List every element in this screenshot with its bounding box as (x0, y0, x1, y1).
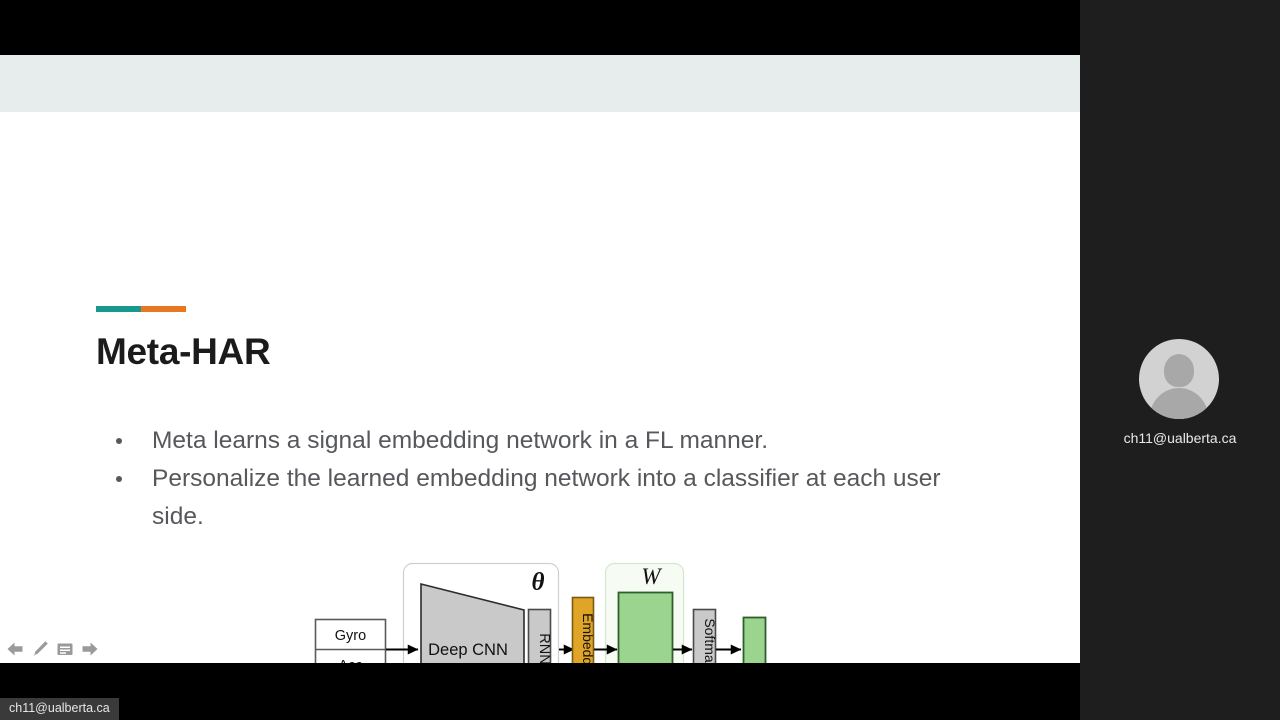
input-label-acc: Acc (338, 658, 362, 663)
accent-segment-teal (96, 306, 141, 312)
right-arrow-icon[interactable] (80, 639, 100, 659)
weight-matrix-block (617, 591, 674, 663)
avatar-body (1150, 388, 1208, 419)
notes-icon[interactable] (55, 639, 75, 659)
bullet-text: Personalize the learned embedding networ… (152, 465, 941, 530)
presenter-name-badge: ch11@ualberta.ca (0, 698, 119, 720)
left-arrow-icon[interactable] (5, 639, 25, 659)
bullet-dot-icon (116, 476, 122, 482)
architecture-diagram: Gyro Acc Deep CNN RNN θ Embedding Net (300, 552, 800, 663)
slide-canvas: Meta-HAR Meta learns a signal embedding … (0, 112, 1080, 663)
bullet-list: Meta learns a signal embedding network i… (108, 422, 988, 536)
list-item: Meta learns a signal embedding network i… (108, 422, 988, 460)
accent-segment-orange (141, 306, 186, 312)
embedding-bar-label: Embedding (580, 613, 596, 663)
page-title: Meta-HAR (96, 331, 271, 372)
avatar-head (1164, 354, 1194, 387)
deep-cnn-label: Deep CNN (428, 641, 508, 659)
w-parameter-symbol: W (641, 564, 662, 589)
softmax-box (692, 608, 717, 663)
deep-cnn-trapezoid (420, 582, 525, 663)
theta-parameter-symbol: θ (532, 569, 545, 596)
person-avatar-icon[interactable] (1139, 339, 1219, 419)
list-item: Personalize the learned embedding networ… (108, 460, 988, 536)
bullet-dot-icon (116, 438, 122, 444)
pencil-icon[interactable] (30, 639, 50, 659)
output-probability-bar (742, 616, 767, 663)
slide-navigation-toolbar[interactable] (5, 639, 100, 659)
bottom-letterbox-bar (0, 663, 1080, 720)
top-letterbox-bar (0, 0, 1080, 55)
title-accent-bar (96, 306, 186, 312)
bullet-text: Meta learns a signal embedding network i… (152, 427, 769, 454)
participant-name-label: ch11@ualberta.ca (1123, 430, 1237, 446)
rnn-box (527, 608, 552, 663)
softmax-label: Softmax (702, 618, 718, 663)
input-label-gyro: Gyro (335, 628, 366, 644)
presenter-toolbar-band (0, 55, 1080, 112)
rnn-label: RNN (536, 633, 552, 663)
embedding-bar (571, 596, 595, 663)
